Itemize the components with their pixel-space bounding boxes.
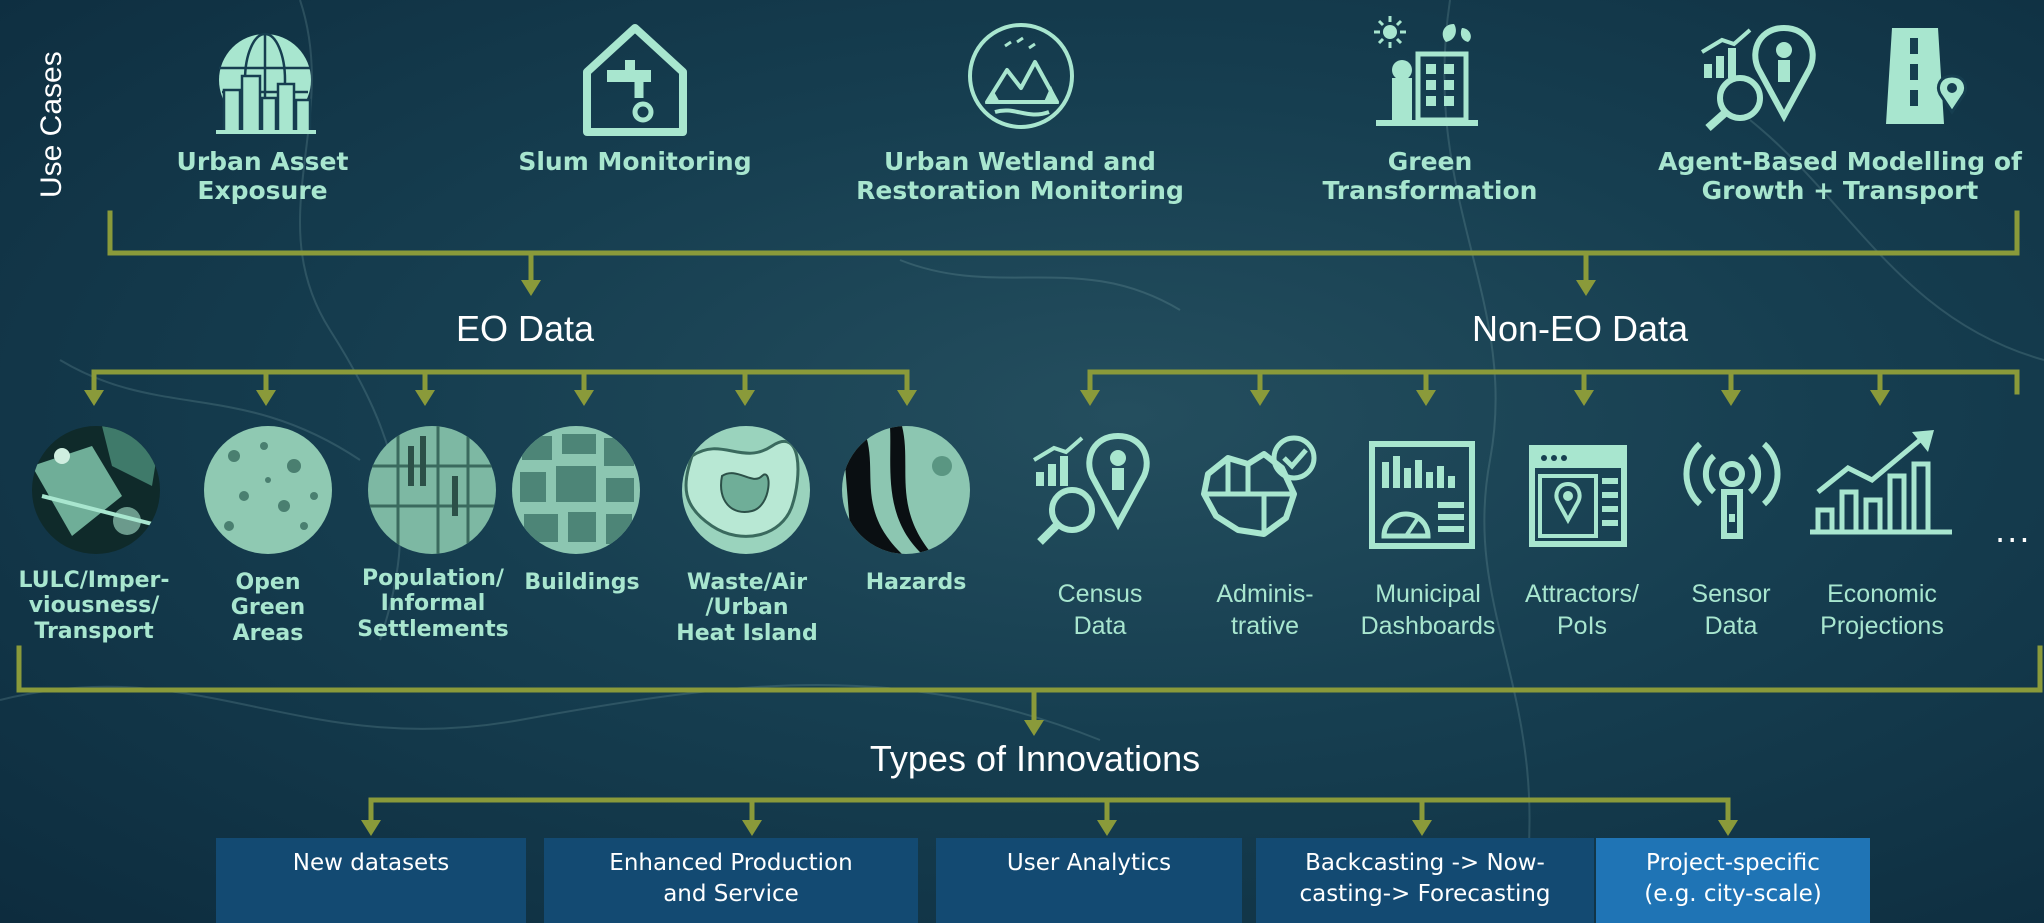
use-case-slum-monitoring: Slum Monitoring <box>518 147 752 176</box>
non-eo-label-census: Census Data <box>1057 580 1143 640</box>
eo-data-title: EO Data <box>455 308 595 349</box>
eo-label-hazards: Hazards <box>865 570 967 595</box>
poi-browser-icon <box>1528 444 1628 552</box>
green-building-icon <box>1372 14 1482 136</box>
more-indicator: ... <box>1995 512 2032 550</box>
non-eo-label-municipal-dashboards: Municipal Dashboards <box>1360 580 1496 640</box>
use-case-green-transformation: Green Transformation <box>1322 147 1538 205</box>
green-areas-satellite-image <box>204 426 332 554</box>
analytics-road-icon <box>1700 24 1980 136</box>
lulc-satellite-image <box>32 426 160 554</box>
admin-map-check-icon <box>1198 434 1320 550</box>
innovations-title: Types of Innovations <box>869 738 1201 779</box>
non-eo-label-sensor-data: Sensor Data <box>1691 580 1771 640</box>
innovation-project-specific: Project-specific (e.g. city-scale) <box>1596 838 1870 923</box>
wetland-mountains-icon <box>965 20 1077 136</box>
dashboard-icon <box>1368 440 1476 554</box>
sensor-antenna-icon <box>1682 440 1782 544</box>
eo-label-lulc: LULC/Imper- viousness/ Transport <box>18 568 170 644</box>
use-case-urban-asset-exposure: Urban Asset Exposure <box>176 147 349 205</box>
census-analytics-icon <box>1032 432 1152 552</box>
buildings-satellite-image <box>512 426 640 554</box>
use-case-agent-based-modelling: Agent-Based Modelling of Growth + Transp… <box>1658 147 2022 205</box>
innovation-user-analytics: User Analytics <box>936 838 1242 923</box>
innovation-new-datasets: New datasets <box>216 838 526 923</box>
growth-chart-icon <box>1808 426 1954 542</box>
eo-label-open-green-areas: Open Green Areas <box>230 570 306 646</box>
non-eo-label-attractors-pois: Attractors/ PoIs <box>1525 580 1639 640</box>
globe-city-icon <box>210 28 320 142</box>
non-eo-label-administrative: Adminis- trative <box>1216 580 1314 640</box>
house-faucet-icon <box>577 20 693 142</box>
non-eo-data-title: Non-EO Data <box>1471 308 1689 349</box>
non-eo-label-economic-projections: Economic Projections <box>1820 580 1944 640</box>
eo-label-population: Population/ Informal Settlements <box>357 566 509 642</box>
use-cases-side-title: Use Cases <box>35 51 68 198</box>
eo-label-buildings: Buildings <box>524 570 640 595</box>
innovation-backcasting-forecasting: Backcasting -> Now- casting-> Forecastin… <box>1256 838 1594 923</box>
settlements-satellite-image <box>368 426 496 554</box>
innovation-enhanced-production: Enhanced Production and Service <box>544 838 918 923</box>
use-case-urban-wetland: Urban Wetland and Restoration Monitoring <box>856 147 1184 205</box>
hazards-satellite-image <box>842 426 970 554</box>
eo-label-waste-air-heat: Waste/Air /Urban Heat Island <box>676 570 818 646</box>
heat-island-satellite-image <box>682 426 810 554</box>
